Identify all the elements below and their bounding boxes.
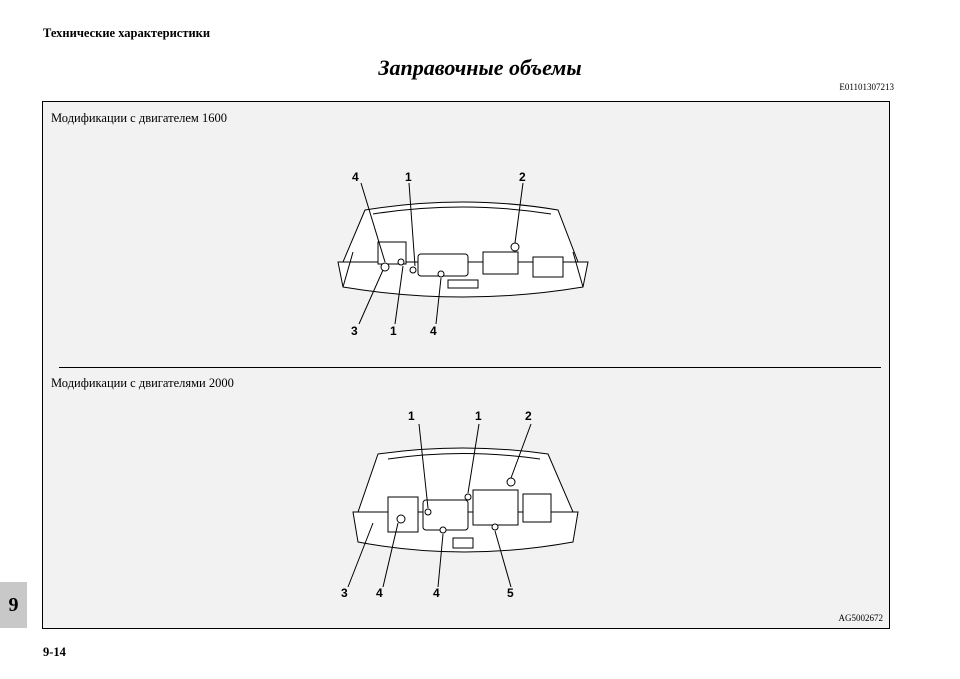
figure-caption-1600: Модификации с двигателем 1600 [51, 111, 227, 125]
callout-label: 4 [376, 586, 383, 600]
figure-divider [59, 367, 881, 368]
callout-label: 1 [405, 170, 412, 184]
figure-panel: Модификации с двигателем 1600 4 1 2 3 1 … [42, 101, 890, 629]
callout-label: 4 [433, 586, 440, 600]
callout-label: 2 [519, 170, 526, 184]
callout-label: 5 [507, 586, 514, 600]
section-code: E01101307213 [839, 82, 894, 92]
figure-caption-2000: Модификации с двигателями 2000 [51, 376, 234, 390]
page-number: 9-14 [43, 645, 66, 659]
callout-label: 1 [408, 409, 415, 423]
section-title: Заправочные объемы [378, 55, 582, 80]
engine-bay-diagram-1600 [337, 182, 589, 325]
callout-label: 4 [430, 324, 437, 338]
running-header: Технические характеристики [43, 26, 211, 40]
callout-label: 4 [352, 170, 359, 184]
engine-bay-diagram-2000 [347, 423, 579, 588]
callout-label: 1 [475, 409, 482, 423]
callout-label: 2 [525, 409, 532, 423]
callout-label: 3 [341, 586, 348, 600]
callout-label: 1 [390, 324, 397, 338]
chapter-tab: 9 [0, 582, 27, 628]
callout-label: 3 [351, 324, 358, 338]
figure-code: AG5002672 [838, 613, 884, 623]
